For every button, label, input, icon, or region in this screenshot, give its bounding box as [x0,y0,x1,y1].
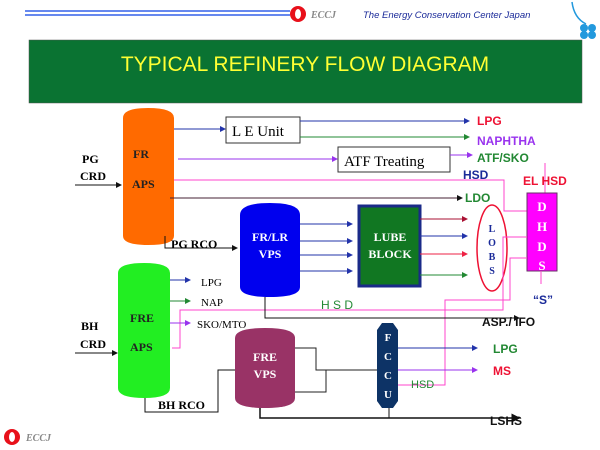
dhds-letter: H [537,219,547,234]
clover-icon [571,1,596,39]
le-unit-box [225,116,301,144]
title-banner [28,39,583,104]
atf-treating-box [337,146,451,173]
eccj-logo-icon [290,6,306,22]
fccu-letter: C [384,351,392,363]
product-fccu-hsd: HSD [411,379,434,391]
le-unit-label: L E Unit [232,124,285,140]
bh-crd-label-1: BH [81,319,99,333]
product-atf-sko: ATF/SKO [477,151,529,165]
dhds-letter: S [538,258,545,273]
vps-to-lube-arrows [300,221,353,274]
fccu-unit [377,323,398,408]
page-title: TYPICAL REFINERY FLOW DIAGRAM [121,53,489,76]
lobs-letter: L [489,224,496,235]
fre-vps-column [235,328,295,408]
product-naphtha: NAPHTHA [477,134,536,148]
fre-vps-to-fccu-lines [295,347,377,393]
lobs-tank [476,204,508,292]
lobs-letter: O [488,238,496,249]
lobs-letter: S [489,266,495,277]
org-name: The Energy Conservation Center Japan [363,10,530,21]
lobs-letter: B [489,252,496,263]
lube-to-lobs-arrows [420,216,468,278]
fr-aps-label-2: APS [132,177,155,191]
footer-logo-text: ECCJ [25,433,52,444]
fr-lr-vps-label-1: FR/LR [252,230,288,244]
fre-vps-label-1: FRE [253,350,277,364]
fccu-letter: U [384,389,392,401]
product-ms: MS [493,364,511,378]
dhds-letter: D [537,199,546,214]
bh-crd-label-2: CRD [80,337,106,351]
pg-rco-line [164,236,238,251]
fr-lr-vps-label-2: VPS [259,247,282,261]
fre-aps-label-1: FRE [130,311,154,325]
fccu-hsd-to-dhds-line [398,257,527,386]
fr-lr-vps-column [240,203,300,297]
fr-aps-label-1: FR [133,147,149,161]
pg-crd-label-1: PG [82,152,99,166]
lube-block-label-2: BLOCK [368,247,412,261]
lube-block [357,204,422,288]
asp-ifo-line [264,297,520,321]
fre-nap-label: NAP [201,297,223,309]
fccu-letter: F [385,332,392,344]
fccu-letter: C [384,370,392,382]
dhds-letter: D [537,239,546,254]
pg-rco-label: PG RCO [171,237,217,251]
footer-eccj-logo-icon [4,429,20,445]
fre-aps-label-2: APS [130,340,153,354]
product-hsd-mid: H S D [321,298,353,312]
pg-crd-label-2: CRD [80,169,106,183]
fre-aps-column [118,263,170,398]
product-el-hsd: EL HSD [523,174,567,188]
bh-rco-line [144,369,235,413]
fre-lpg-label: LPG [201,277,222,289]
product-lpg: LPG [477,114,502,128]
fre-sko-mto-label: SKO/MTO [197,319,246,331]
fr-aps-column [123,108,174,245]
eccj-logo-text: ECCJ [310,10,337,21]
product-lshs: LSHS [490,414,522,428]
product-ldo: LDO [465,191,490,205]
hsd-to-dhds-line [174,179,527,212]
product-hsd: HSD [463,168,489,182]
fre-hsd-to-dhds-line [172,236,527,349]
product-sulphur: “S” [533,293,553,307]
lshs-line [259,408,521,423]
fre-vps-label-2: VPS [254,367,277,381]
lube-block-label-1: LUBE [374,230,407,244]
atf-treating-label: ATF Treating [344,154,425,170]
product-asp-ifo: ASP./ IFO [482,315,535,329]
header: ECCJ The Energy Conservation Center Japa… [25,1,596,39]
product-fccu-lpg: LPG [493,342,518,356]
dhds-unit [526,192,558,272]
bh-rco-label: BH RCO [158,398,205,412]
